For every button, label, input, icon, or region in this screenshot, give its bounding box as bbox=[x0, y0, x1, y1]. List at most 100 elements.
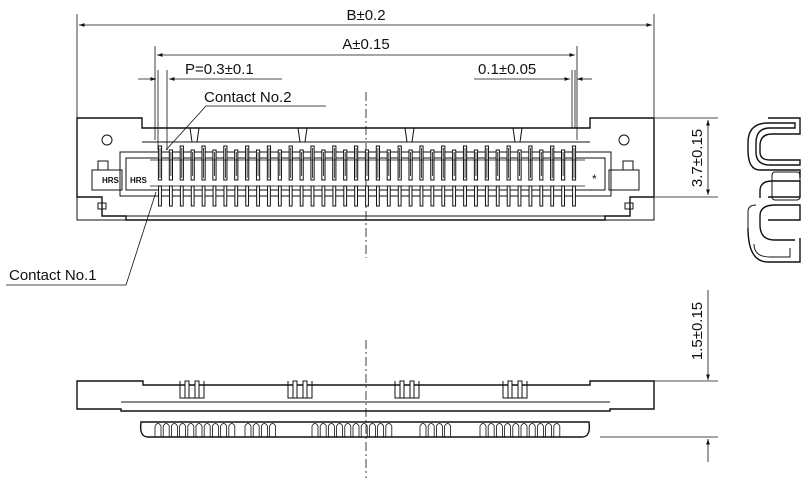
front-contact-tail bbox=[252, 423, 260, 437]
dimension-pitch-label: P=0.3±0.1 bbox=[185, 61, 254, 78]
front-view bbox=[76, 340, 655, 478]
dimension-a: A±0.15 bbox=[154, 36, 578, 140]
contact-tail bbox=[495, 185, 500, 207]
contact-tail bbox=[474, 185, 478, 207]
dimension-width-label: 0.1±0.05 bbox=[478, 61, 536, 78]
contact-tail bbox=[452, 185, 457, 207]
front-contact-tail bbox=[512, 423, 520, 437]
contact-tail bbox=[539, 185, 544, 207]
contact-tail bbox=[299, 185, 304, 207]
contact-tail bbox=[256, 185, 260, 207]
front-contact-tail bbox=[179, 423, 186, 437]
front-contact-tail bbox=[220, 423, 227, 437]
tooth-slot bbox=[292, 380, 298, 399]
front-contact-tail bbox=[528, 423, 536, 437]
contact-tail bbox=[561, 185, 566, 207]
contact-tail bbox=[386, 185, 391, 207]
contact-tail bbox=[310, 185, 315, 207]
contact-tail bbox=[397, 185, 402, 207]
dimension-width: 0.1±0.05 bbox=[474, 61, 592, 128]
front-contact-tail bbox=[504, 423, 511, 437]
front-contact-tail bbox=[419, 423, 427, 437]
dimension-pitch: P=0.3±0.1 bbox=[138, 61, 282, 150]
contact-tail bbox=[277, 185, 282, 207]
front-contact-tail bbox=[261, 423, 268, 437]
front-contact-tail bbox=[195, 423, 203, 437]
contact-tail bbox=[212, 185, 217, 207]
mounting-hole-left bbox=[101, 134, 113, 146]
dimension-height: 3.7±0.15 bbox=[655, 117, 718, 198]
contact-tail bbox=[484, 185, 489, 207]
contact-tail bbox=[245, 185, 250, 207]
contact-tail bbox=[430, 185, 435, 207]
contact-tail bbox=[267, 185, 271, 207]
dimension-thickness: 1.5±0.15 bbox=[600, 290, 718, 462]
front-contact-tail bbox=[162, 423, 170, 437]
contact-tail bbox=[572, 185, 576, 207]
contact-tail bbox=[223, 185, 228, 207]
contact-tail bbox=[550, 185, 555, 207]
tooth-slot bbox=[194, 380, 200, 399]
contact-tail bbox=[506, 185, 511, 207]
front-contact-tail bbox=[352, 423, 360, 437]
front-contact-tail bbox=[537, 423, 544, 437]
contact-tail bbox=[517, 185, 522, 207]
front-contact-tail bbox=[377, 423, 384, 437]
front-contact-tail bbox=[328, 423, 335, 437]
side-view bbox=[747, 117, 801, 263]
front-contact-tail bbox=[344, 423, 352, 437]
front-contact-tail bbox=[545, 423, 552, 437]
contact-tail bbox=[354, 185, 359, 207]
front-contact-tail bbox=[427, 423, 435, 437]
housing-tooth bbox=[179, 381, 205, 399]
dimension-b: B±0.2 bbox=[76, 7, 655, 118]
front-contact-tail bbox=[228, 423, 236, 437]
tooth-slot bbox=[399, 380, 405, 399]
tooth-slot bbox=[409, 380, 415, 399]
dimension-b-label: B±0.2 bbox=[346, 7, 385, 24]
housing-tooth bbox=[394, 381, 420, 399]
front-contact-tail bbox=[436, 423, 443, 437]
contact-tail bbox=[234, 185, 239, 207]
front-contact-tail bbox=[369, 423, 376, 437]
tooth-slot bbox=[517, 380, 523, 399]
hrs-logo-left: HRS bbox=[102, 176, 120, 185]
tooth-slot bbox=[184, 380, 190, 399]
hrs-logo-inner: HRS bbox=[130, 176, 148, 185]
contact-tail bbox=[528, 185, 533, 207]
dimension-thickness-label: 1.5±0.15 bbox=[689, 302, 706, 360]
contact-tail bbox=[158, 185, 162, 207]
front-contact-tail bbox=[203, 423, 211, 437]
front-contact-tail bbox=[496, 423, 503, 437]
front-contact-tail bbox=[187, 423, 195, 437]
front-contact-tail bbox=[336, 423, 343, 437]
star-mark: * bbox=[592, 172, 597, 186]
front-contact-tail bbox=[244, 423, 252, 437]
front-contact-tail bbox=[154, 423, 162, 437]
contact-tail bbox=[419, 185, 424, 207]
contact-2-callout: Contact No.2 bbox=[204, 89, 292, 106]
contact-tail bbox=[463, 185, 467, 207]
front-contact-tail bbox=[171, 423, 178, 437]
contact-tail bbox=[190, 185, 195, 207]
front-contact-tail bbox=[553, 423, 561, 437]
tooth-slot bbox=[507, 380, 513, 399]
front-contact-tail bbox=[385, 423, 393, 437]
contact-tail bbox=[375, 185, 380, 207]
front-contact-tail bbox=[487, 423, 495, 437]
housing-tooth bbox=[502, 381, 528, 399]
housing-tooth bbox=[287, 381, 313, 399]
contact-tail bbox=[441, 185, 446, 207]
front-contact-array bbox=[154, 423, 561, 437]
front-teeth bbox=[179, 380, 528, 399]
contact-tail bbox=[201, 185, 206, 207]
front-contact-tail bbox=[360, 423, 368, 437]
contact-tail bbox=[288, 185, 293, 207]
tooth-slot bbox=[302, 380, 308, 399]
dimension-height-label: 3.7±0.15 bbox=[689, 129, 706, 187]
front-contact-tail bbox=[269, 423, 276, 437]
mounting-hole-right bbox=[618, 134, 630, 146]
top-view: HRS HRS * Contact No.2 Contact No.1 bbox=[6, 89, 655, 286]
front-contact-tail bbox=[520, 423, 528, 437]
